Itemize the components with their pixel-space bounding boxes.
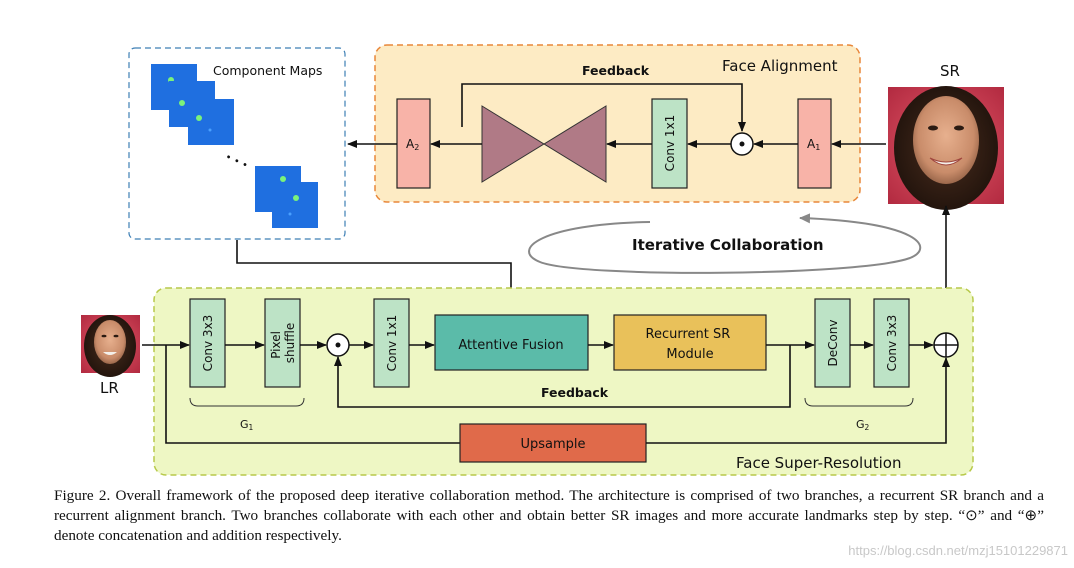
feedback-top-label: Feedback: [582, 63, 650, 78]
face-alignment-label: Face Alignment: [722, 57, 838, 75]
a2-label: A2: [406, 137, 419, 152]
component-maps-label: Component Maps: [213, 63, 322, 78]
a1-label: A1: [807, 137, 820, 152]
attentive-fusion-label: Attentive Fusion: [458, 338, 563, 353]
lr-label: LR: [100, 379, 119, 397]
sr-face-image: [888, 86, 1004, 210]
conv3x3-right-block: [873, 298, 910, 388]
a2-block: [396, 98, 431, 189]
attentive-fusion-block: [434, 314, 589, 371]
upsample-label: Upsample: [520, 437, 585, 452]
sr-label: SR: [940, 62, 960, 80]
face-sr-panel: [153, 287, 974, 476]
upsample-block: [459, 423, 647, 463]
conv3x3-left-block: [189, 298, 226, 388]
hourglass-shape: [481, 105, 607, 183]
conv3x3-left-label: Conv 3x3: [201, 315, 215, 372]
recurrent-sr-label: Recurrent SR Module: [646, 327, 735, 362]
deconv-block: [814, 298, 851, 388]
figure-caption: Figure 2. Overall framework of the propo…: [54, 487, 1044, 544]
pixel-shuffle-block: [264, 298, 301, 388]
conv1x1-bottom-label: Conv 1x1: [385, 315, 399, 372]
pixel-shuffle-label: Pixel shuffle: [269, 323, 297, 363]
watermark: https://blog.csdn.net/mzj15101229871: [848, 543, 1068, 558]
g2-brace: [804, 397, 914, 407]
iterative-loop-ellipse: [528, 213, 922, 274]
conv1x1-bottom-block: [373, 298, 410, 388]
heatmap-stack-top: [151, 64, 234, 145]
g1-brace: [189, 397, 305, 407]
lr-face-image: [81, 315, 140, 377]
recurrent-sr-block: [613, 314, 767, 371]
conv1x1-top-label: Conv 1x1: [663, 115, 677, 172]
heatmap-stack-bottom: [255, 166, 318, 228]
conv1x1-top-block: [651, 98, 688, 189]
iterative-collaboration-label: Iterative Collaboration: [632, 236, 824, 254]
framework-diagram: Face Alignment Feedback A1 A2 Conv 1x1 S…: [81, 44, 1004, 476]
g1-label: G1: [240, 418, 254, 432]
conv3x3-right-label: Conv 3x3: [885, 315, 899, 372]
face-sr-label: Face Super-Resolution: [736, 454, 901, 472]
deconv-label: DeConv: [826, 319, 840, 366]
feedback-bottom-label: Feedback: [541, 385, 609, 400]
g2-label: G2: [856, 418, 870, 432]
